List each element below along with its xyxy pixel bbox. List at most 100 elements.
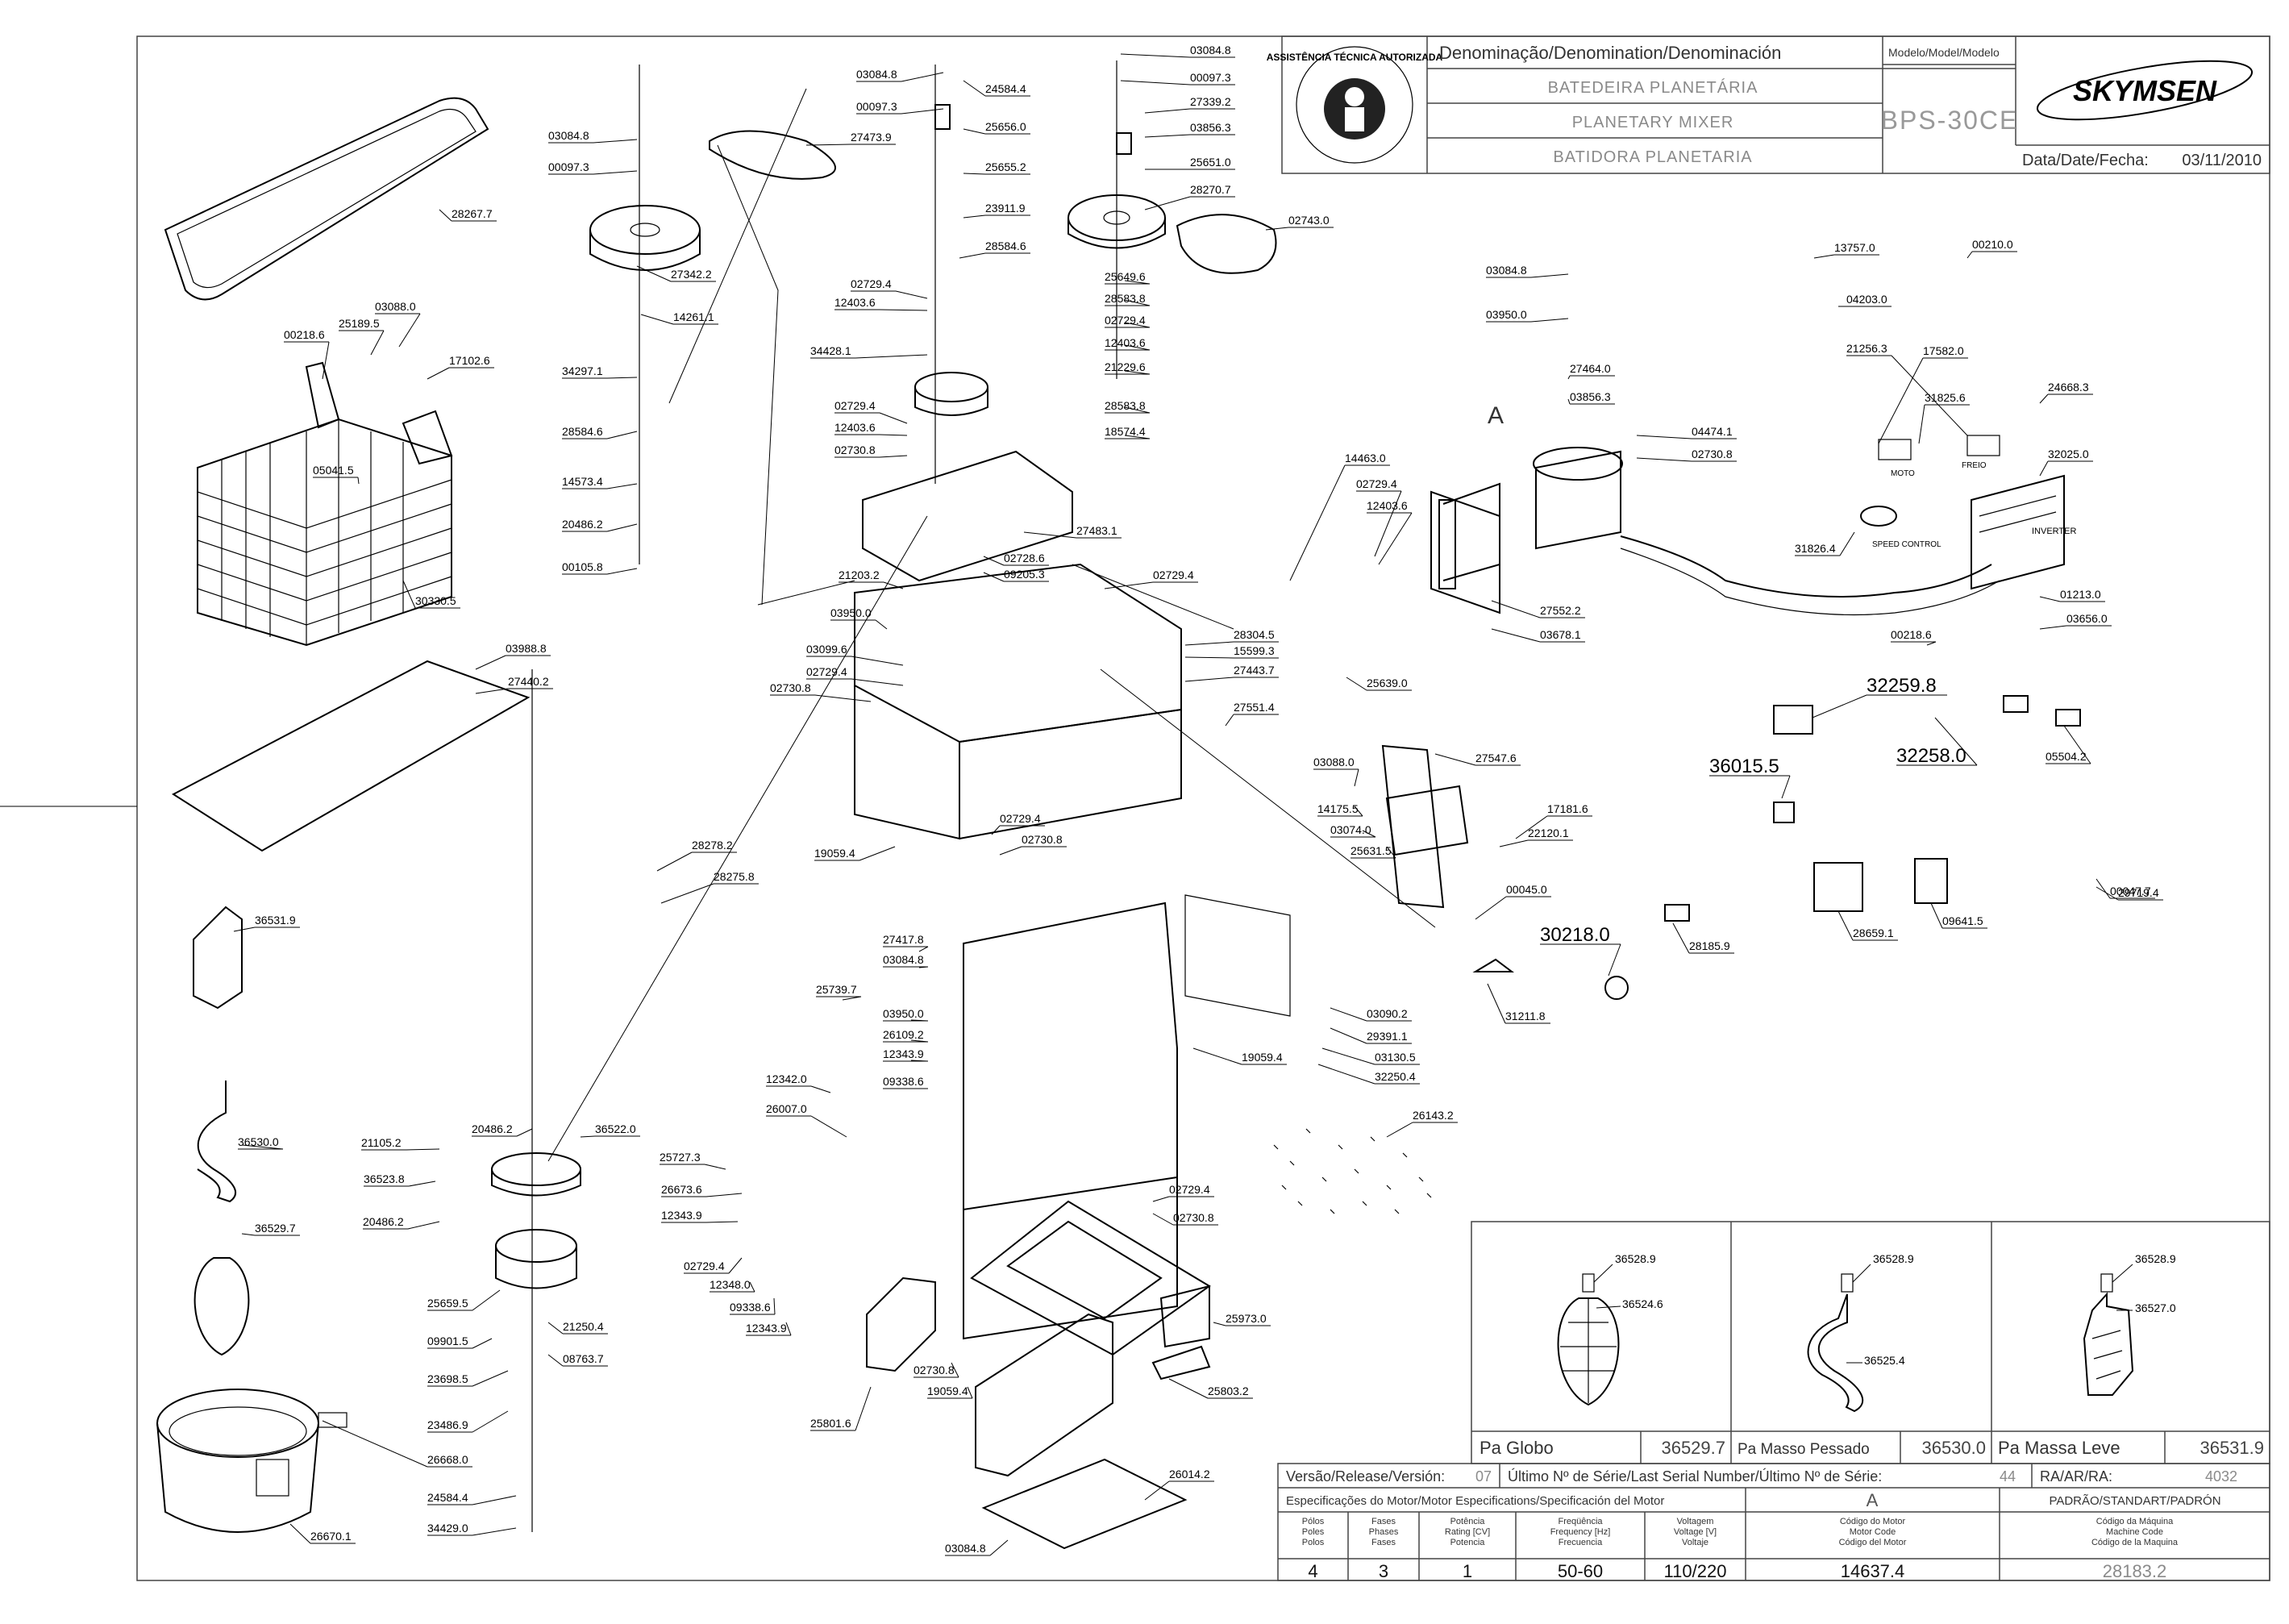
part-number-label: 03084.8	[548, 129, 589, 142]
part-number-label: 32025.0	[2048, 448, 2089, 460]
leader-line	[472, 1495, 517, 1505]
whip-drawing	[194, 1257, 250, 1356]
part-number-label: 09641.5	[1942, 914, 1983, 927]
leader-line	[851, 656, 904, 666]
part-number-label: 09901.5	[427, 1335, 468, 1347]
part-number-label: 19059.4	[927, 1385, 968, 1397]
part-number-label: 24584.4	[985, 82, 1026, 95]
motor-drawing	[1438, 447, 1623, 589]
motor-spec-column-header: Phases	[1369, 1527, 1399, 1537]
leader-line	[805, 144, 851, 146]
part-number-label: 00097.3	[1190, 71, 1231, 84]
part-number-label: 09205.3	[1004, 568, 1045, 581]
sticker-09641	[1914, 858, 1948, 904]
hook-attachment-drawing	[1807, 1273, 1864, 1413]
part-number-label: 00210.0	[1972, 238, 2013, 251]
part-number-label: 03074.0	[1330, 823, 1371, 836]
part-number-label: 02729.4	[1153, 568, 1194, 581]
sticker-36015	[1773, 802, 1795, 823]
base-drawing	[866, 1200, 1211, 1550]
gasket-ring-drawing	[164, 97, 489, 301]
rail-drawing	[1381, 744, 1445, 909]
serial-value: 44	[2000, 1468, 2016, 1485]
part-number-label: 27342.2	[671, 268, 712, 281]
leader-line	[606, 483, 638, 489]
part-number-label: 26668.0	[427, 1453, 468, 1466]
leader-line	[883, 581, 904, 589]
motor-spec-value: 14637.4	[1841, 1561, 1905, 1581]
leader-line	[1104, 581, 1154, 589]
part-number-label: 24584.4	[427, 1491, 468, 1504]
leader-line	[516, 1128, 533, 1137]
leader-line	[1878, 357, 1924, 444]
part-number-label: 14175.5	[1317, 802, 1359, 815]
leader-line	[901, 72, 944, 82]
part-number-label: 01213.0	[2060, 588, 2101, 601]
part-number-label: 27552.2	[1540, 604, 1581, 617]
leader-line	[402, 580, 416, 609]
part-number-label: 09338.6	[883, 1075, 924, 1088]
leader-line	[959, 252, 986, 259]
motor-spec-column-header: Motor Code	[1850, 1527, 1896, 1537]
leader-line	[1330, 1007, 1367, 1022]
part-number-label: 12343.9	[746, 1322, 787, 1335]
clamp-bracket-drawing	[1385, 785, 1469, 856]
lower-column-drawing	[963, 894, 1291, 1340]
part-number-label: 02729.4	[1169, 1183, 1210, 1196]
motor-spec-columns: PólosPolesPolos4FasesPhasesFases3Potênci…	[1302, 1517, 2179, 1581]
leader-line	[606, 523, 638, 532]
leader-line	[289, 1523, 311, 1544]
leader-line	[593, 170, 638, 175]
part-number-label: 03130.5	[1375, 1051, 1416, 1064]
part-number-label: 25639.0	[1367, 677, 1408, 689]
part-number-label: 20486.2	[562, 518, 603, 531]
leader-line	[999, 846, 1022, 856]
leader-line	[1265, 227, 1289, 231]
sticker-32259	[1773, 705, 1813, 735]
whip-attachment-drawing	[1557, 1273, 1620, 1406]
part-number-label: 03856.3	[1570, 390, 1611, 403]
leader-line	[660, 883, 714, 904]
motor-spec-value: 4	[1308, 1561, 1317, 1581]
part-number-label: 25973.0	[1226, 1312, 1267, 1325]
product-name-es: BATIDORA PLANETARIA	[1553, 148, 1752, 166]
leader-line	[427, 367, 450, 380]
part-number-label: 00218.6	[1891, 628, 1932, 641]
part-label: 36528.9	[2135, 1252, 2176, 1265]
leader-line	[606, 568, 638, 575]
leader-line	[1124, 370, 1151, 375]
leader-line	[1124, 406, 1151, 414]
leader-line	[1144, 108, 1191, 114]
part-number-label: 17102.6	[449, 354, 490, 367]
part-number-label: 13757.0	[1834, 241, 1875, 254]
leader-line	[963, 80, 986, 97]
part-number-label: 02729.4	[851, 277, 892, 290]
paddle-drawing	[193, 906, 243, 1010]
head-casting-drawing	[862, 450, 1073, 582]
part-number-label: 00218.6	[284, 328, 325, 341]
leader-line	[951, 1362, 959, 1378]
part-number-label: 27440.2	[508, 675, 549, 688]
moto-switch-drawing	[1878, 439, 1912, 460]
option-label-paddle: Pa Massa Leve	[1998, 1438, 2120, 1458]
part-number-label: 03084.8	[883, 953, 924, 966]
part-number-label: 18574.4	[1105, 425, 1146, 438]
leader-line	[963, 128, 986, 135]
part-number-label: 34429.0	[427, 1522, 468, 1534]
part-number-label: 29391.1	[1367, 1030, 1408, 1043]
accessory-boxes: 36528.9 36524.6 36528.9 36525.4 36528.9 …	[1471, 1221, 2270, 1464]
leader-line	[1144, 1480, 1170, 1501]
motor-spec-column-header: Potência	[1450, 1517, 1486, 1526]
part-number-label: 03988.8	[506, 642, 547, 655]
part-number-label: 02729.4	[684, 1260, 725, 1272]
leader-line	[2095, 878, 2111, 899]
leader-line	[398, 313, 421, 348]
motor-spec-column-header: Fases	[1371, 1517, 1396, 1526]
leader-line	[1837, 910, 1854, 941]
part-number-label: 02730.8	[914, 1364, 955, 1376]
standard-header: PADRÃO/STANDART/PADRÓN	[2049, 1494, 2220, 1508]
leader-line	[1124, 299, 1151, 306]
part-number-label: 12403.6	[834, 296, 876, 309]
